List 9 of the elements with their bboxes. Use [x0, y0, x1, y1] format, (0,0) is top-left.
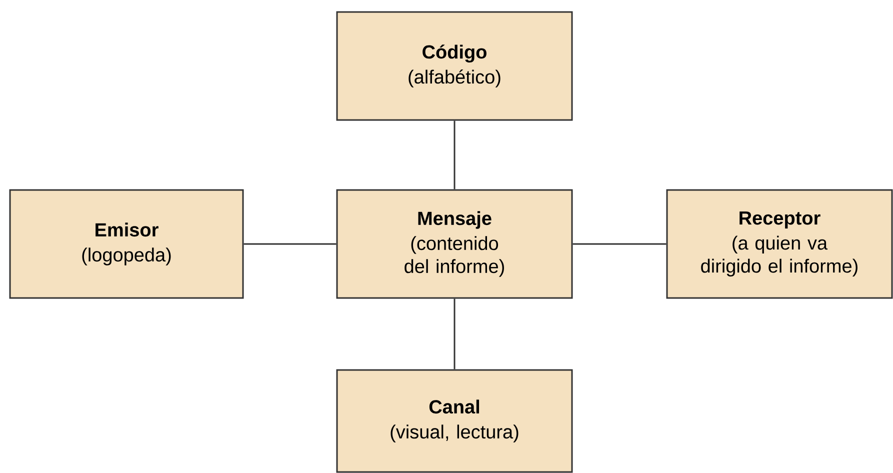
- box: Canal (visual, lectura): [336, 369, 573, 473]
- box: Código (alfabético): [336, 11, 573, 121]
- box: Emisor (logopeda): [9, 189, 244, 299]
- box: Mensaje (contenido del informe): [336, 189, 573, 299]
- box: Receptor (a quien va dirigido el informe): [666, 189, 893, 299]
- connector-line: [454, 298, 456, 370]
- connector-line: [572, 243, 666, 245]
- connector-line: [454, 120, 456, 190]
- connector-line: [244, 243, 336, 245]
